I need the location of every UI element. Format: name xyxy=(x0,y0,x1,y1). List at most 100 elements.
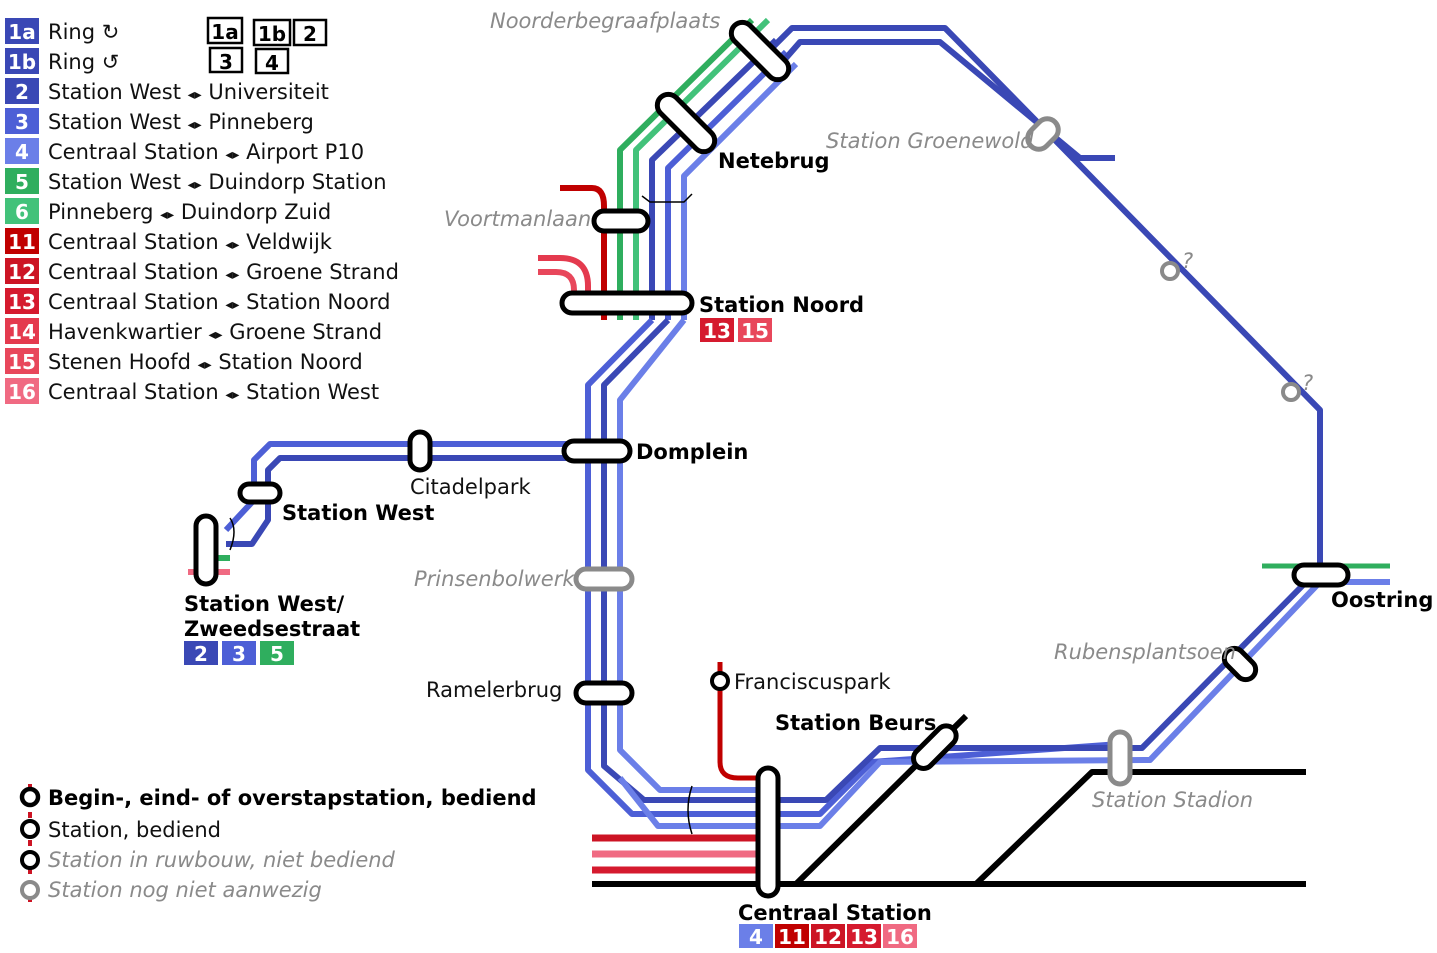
station-labels: Noorderbegraafplaats Netebrug Station Gr… xyxy=(184,9,1433,925)
legend-row-5[interactable]: 5 Station West ◂▸ Duindorp Station xyxy=(5,168,387,194)
label-station-west-zweedsestraat-line2: Zweedsestraat xyxy=(184,617,360,641)
label-unknown: ? xyxy=(1302,371,1313,395)
label-prinsenbolwerk: Prinsenbolwerk xyxy=(414,567,575,591)
line-badge xyxy=(5,378,39,404)
bidirectional-arrow-icon: ◂▸ xyxy=(188,117,202,133)
junction-bracket xyxy=(641,193,693,203)
line-badge xyxy=(222,641,256,665)
bidirectional-arrow-icon: ◂▸ xyxy=(225,297,239,313)
station-unknown-marker[interactable] xyxy=(1160,261,1180,281)
station-noord-marker[interactable] xyxy=(559,290,695,316)
legend-row-11[interactable]: 11 Centraal Station ◂▸ Veldwijk xyxy=(5,228,333,254)
legend-line-label: Station West ◂▸ Pinneberg xyxy=(48,110,314,134)
label-rubensplantsoen: Rubensplantsoen xyxy=(1054,640,1236,664)
line-badge-code: 13 xyxy=(703,319,731,343)
line-badge xyxy=(811,924,845,948)
platform-box-label: 4 xyxy=(265,51,279,75)
bidirectional-arrow-icon: ◂▸ xyxy=(225,237,239,253)
platform-box xyxy=(208,46,244,74)
station-west-marker[interactable] xyxy=(237,481,283,505)
line-badge-code: 1a xyxy=(8,20,35,44)
line-14-noord-track xyxy=(538,255,591,300)
line-badge xyxy=(738,318,772,342)
legend-row-13[interactable]: 13 Centraal Station ◂▸ Station Noord xyxy=(5,288,390,314)
legend-station-type-label: Begin-, eind- of overstapstation, bedien… xyxy=(48,786,537,810)
ring-track-outer xyxy=(757,25,1323,570)
junction-bracket xyxy=(229,517,235,551)
line-badge xyxy=(883,924,917,948)
station-noorderbegraafplaats-marker[interactable] xyxy=(727,18,793,84)
station-oostring-marker[interactable] xyxy=(1291,562,1351,588)
platform-box xyxy=(254,47,290,75)
line-badge xyxy=(5,318,39,344)
label-ramelerbrug: Ramelerbrug xyxy=(426,678,562,702)
legend-row-6[interactable]: 6 Pinneberg ◂▸ Duindorp Zuid xyxy=(5,198,331,224)
platform-box xyxy=(252,18,292,47)
label-station-noord: Station Noord xyxy=(699,293,864,317)
station-citadelpark-marker[interactable] xyxy=(407,429,433,473)
station-beurs-marker[interactable] xyxy=(909,722,960,773)
station-west-zweedsestraat-marker[interactable] xyxy=(193,513,219,587)
centraal-station-badges: 4 11 12 13 16 xyxy=(739,924,917,949)
line-11-noord-track xyxy=(560,185,607,320)
legend-line-label: Centraal Station ◂▸ Station West xyxy=(48,380,379,404)
station-voortmanlaan-marker[interactable] xyxy=(591,208,651,234)
line-badge-code: 4 xyxy=(749,925,763,949)
station-franciscuspark-marker[interactable] xyxy=(710,671,730,691)
legend-row-3[interactable]: 3 Station West ◂▸ Pinneberg xyxy=(5,108,314,134)
station-ramelerbrug-marker[interactable] xyxy=(573,680,635,706)
stations xyxy=(193,18,1351,899)
line-5-track xyxy=(617,17,755,320)
legend-row-12[interactable]: 12 Centraal Station ◂▸ Groene Strand xyxy=(5,258,399,284)
platform-box-label: 1b xyxy=(258,22,286,46)
bidirectional-arrow-icon: ◂▸ xyxy=(208,327,222,343)
legend-row-16[interactable]: 16 Centraal Station ◂▸ Station West xyxy=(5,378,379,404)
station-west-zweedsestraat-badges: 2 3 5 xyxy=(184,641,294,666)
label-citadelpark: Citadelpark xyxy=(410,475,532,499)
legend-row-14[interactable]: 14 Havenkwartier ◂▸ Groene Strand xyxy=(5,318,382,344)
label-station-west-zweedsestraat: Station West/ xyxy=(184,592,344,616)
line-badge-code: 5 xyxy=(270,642,284,666)
station-unknown-marker[interactable] xyxy=(1281,382,1301,402)
legend-station-type-label: Station, bediend xyxy=(48,818,221,842)
counterclockwise-icon: ↺ xyxy=(102,50,120,74)
west-branch-track-a xyxy=(223,441,604,533)
line-badge-code: 6 xyxy=(15,200,29,224)
line-badge xyxy=(5,48,39,74)
station-netebrug-marker[interactable] xyxy=(653,90,719,156)
station-stadion-marker[interactable] xyxy=(1107,729,1133,787)
legend-row-4[interactable]: 4 Centraal Station ◂▸ Airport P10 xyxy=(5,138,364,164)
legend-line-label: Station West ◂▸ Duindorp Station xyxy=(48,170,387,194)
platform-box xyxy=(206,16,244,45)
station-prinsenbolwerk-marker[interactable] xyxy=(573,566,635,592)
legend-line-label: Centraal Station ◂▸ Station Noord xyxy=(48,290,390,314)
station-rubensplantsoen-marker[interactable] xyxy=(1220,644,1260,684)
line-badge-code: 16 xyxy=(8,380,36,404)
station-groenewold-marker[interactable] xyxy=(1023,114,1063,154)
line-badge-code: 4 xyxy=(15,140,29,164)
legend-row-15[interactable]: 15 Stenen Hoofd ◂▸ Station Noord xyxy=(5,348,363,374)
platform-box-label: 1a xyxy=(211,20,238,44)
line-badge xyxy=(5,78,39,104)
line-2-spine-track xyxy=(585,317,1121,817)
line-badge xyxy=(5,108,39,134)
line-badge xyxy=(5,228,39,254)
station-icon xyxy=(20,819,40,839)
line-badge-code: 15 xyxy=(741,319,769,343)
legend-row-1b[interactable]: 1b Ring ↺ xyxy=(5,48,119,74)
line-badge-code: 1b xyxy=(8,50,36,74)
line-badge xyxy=(260,641,294,665)
legend-row-2[interactable]: 2 Station West ◂▸ Universiteit xyxy=(5,78,329,104)
label-netebrug: Netebrug xyxy=(718,149,829,173)
label-franciscuspark: Franciscuspark xyxy=(734,670,891,694)
line-badge-code: 12 xyxy=(8,260,36,284)
legend-row-1a[interactable]: 1a Ring ↻ xyxy=(5,18,119,44)
station-domplein-marker[interactable] xyxy=(561,438,633,464)
line-badge-code: 16 xyxy=(886,925,914,949)
label-noorderbegraafplaats: Noorderbegraafplaats xyxy=(490,9,720,33)
line-badge xyxy=(847,924,881,948)
station-centraal-marker[interactable] xyxy=(755,765,781,899)
line-badge-code: 13 xyxy=(8,290,36,314)
line-3-north-track xyxy=(665,49,789,320)
